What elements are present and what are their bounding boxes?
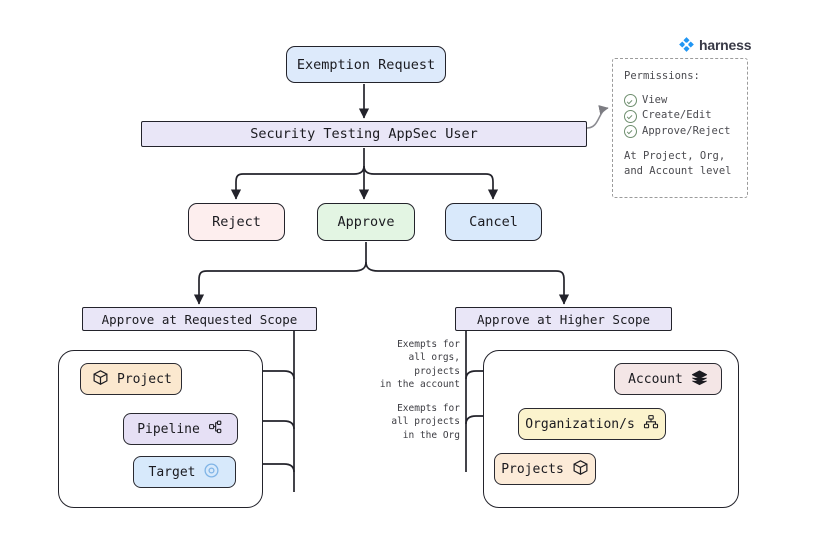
exemption-request-node[interactable]: Exemption Request [286, 46, 446, 83]
exemption-request-label: Exemption Request [296, 56, 436, 73]
harness-wordmark: harness [699, 36, 752, 53]
approve-button[interactable]: Approve [317, 203, 415, 241]
account-label: Account [628, 371, 683, 387]
permission-view-label: View [642, 94, 668, 107]
check-circle-icon [624, 109, 637, 123]
pipeline-node[interactable]: Pipeline [123, 413, 238, 445]
target-label: Target [148, 464, 196, 480]
pipeline-label: Pipeline [137, 421, 200, 437]
projects-node[interactable]: Projects [494, 453, 596, 485]
appsec-user-label: Security Testing AppSec User [250, 126, 478, 142]
account-node[interactable]: Account [614, 363, 722, 395]
permission-approve-reject-label: Approve/Reject [642, 124, 731, 137]
check-circle-icon [624, 124, 637, 138]
approve-label: Approve [337, 214, 395, 230]
cube-icon [92, 369, 109, 390]
account-exemption-note: Exempts for all orgs, projects in the ac… [379, 339, 460, 391]
cancel-button[interactable]: Cancel [445, 203, 542, 241]
permission-item-approve-reject: Approve/Reject [624, 124, 738, 139]
appsec-user-node[interactable]: Security Testing AppSec User [141, 121, 587, 147]
project-label: Project [117, 371, 172, 387]
pipeline-icon [208, 419, 224, 439]
permissions-scope-note: At Project, Org, and Account level [624, 149, 738, 179]
reject-button[interactable]: Reject [188, 203, 285, 241]
permissions-title: Permissions: [624, 70, 700, 82]
permissions-scope-line1: At Project, Org, [624, 149, 726, 162]
cube-icon [572, 459, 589, 480]
scope-higher-header[interactable]: Approve at Higher Scope [455, 307, 672, 331]
layers-icon [691, 369, 708, 390]
organizations-node[interactable]: Organization/s [518, 408, 666, 440]
target-node[interactable]: Target [133, 456, 236, 488]
org-chart-icon [643, 414, 659, 434]
permission-item-create-edit: Create/Edit [624, 108, 738, 123]
harness-clover-icon [678, 36, 695, 53]
scope-requested-header[interactable]: Approve at Requested Scope [82, 307, 317, 331]
scope-requested-label: Approve at Requested Scope [101, 311, 298, 327]
permissions-panel: Permissions: View Create/Edit Approve/Re… [612, 58, 748, 198]
permission-item-view: View [624, 93, 738, 108]
org-exemption-note: Exempts for all projects in the Org [391, 403, 460, 441]
check-circle-icon [624, 94, 637, 108]
harness-logo: harness [678, 36, 751, 53]
permissions-scope-line2: and Account level [624, 165, 732, 178]
target-circle-icon [203, 462, 220, 483]
reject-label: Reject [212, 214, 261, 230]
permission-create-edit-label: Create/Edit [642, 109, 712, 122]
project-node[interactable]: Project [80, 363, 182, 395]
cancel-label: Cancel [469, 214, 518, 230]
organizations-label: Organization/s [525, 416, 635, 432]
scope-higher-label: Approve at Higher Scope [476, 311, 651, 327]
projects-label: Projects [501, 461, 564, 477]
